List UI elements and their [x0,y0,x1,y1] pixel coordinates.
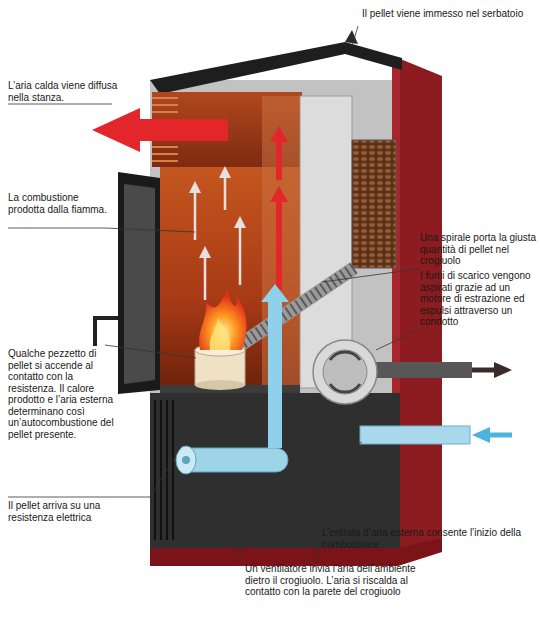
callout-text: Il pellet viene immesso nel serbatoio [362,8,530,20]
arrow-head [189,181,201,193]
leader-line [240,474,241,560]
callout-text: Un ventilatore invia l’aria dell’ambient… [245,563,425,598]
hot-air-rising [270,126,288,290]
leader-line [322,269,418,282]
stove-plinth [150,538,442,566]
flow-arrow [194,190,197,240]
gas-flow-heads [189,166,246,258]
fan-hub [182,456,190,464]
arrow-shaft [276,140,282,180]
arrow-head [234,216,246,228]
door-handle [95,318,118,346]
flow-arrow [239,225,242,285]
gas-flow-arrows [195,175,240,300]
leader-line [376,330,418,350]
arrow-head [199,246,211,258]
grille-slat [172,400,174,540]
room-air-flow [268,300,282,448]
stove-interior [150,80,400,550]
callout-text: Il pellet arriva su una resistenza elett… [8,500,148,523]
arrow-head [219,166,231,178]
arrow-shaft [276,200,282,290]
flame-core [210,318,231,350]
motor-rotor [323,350,367,394]
leader-line [352,26,358,46]
leader-lines [8,26,418,562]
hot-air-arrow [92,108,228,152]
flow-arrow [204,255,207,300]
base-grille [155,400,173,540]
callout-text: L’aria calda viene diffusa nella stanza. [8,80,138,103]
arrow-head [261,284,289,302]
arrow-head [270,126,288,142]
callout-text: Qualche pezzetto di pellet si accende al… [8,348,120,440]
rotation-arrows [330,352,360,392]
stove-lid [150,42,402,94]
air-inlet-pipe [360,426,470,444]
grille-slat [152,160,178,162]
stove-door [118,172,160,394]
pellet-hopper [352,140,396,268]
leader-line [8,228,195,232]
leader-line [8,104,112,105]
callout-text: L’entrata d’aria esterna consente l’iniz… [322,527,532,550]
arrow-head [270,186,288,202]
grille-slat [152,97,178,99]
flame [199,290,246,350]
grille-slat [152,153,178,155]
grille-slat [152,146,178,148]
grille-slat [152,104,178,106]
arrow-head [494,362,512,378]
callout-text: I fumi di scarico vengono aspirati grazi… [420,270,538,328]
callout-text: Una spirale porta la giusta quantità di … [420,232,538,267]
extraction-motor [313,340,377,404]
door-glass [124,184,155,384]
arrow-head [472,427,490,443]
auger-spiral [240,268,354,345]
grille-slat [160,400,162,540]
flow-arrow [224,175,227,210]
crucible-base [195,380,245,390]
grille-slat [154,400,156,540]
callout-text: La combustione prodotta dalla fiamma. [8,192,108,215]
leader-line [105,345,196,358]
grille-slat [152,111,178,113]
auger-tube [240,268,354,345]
